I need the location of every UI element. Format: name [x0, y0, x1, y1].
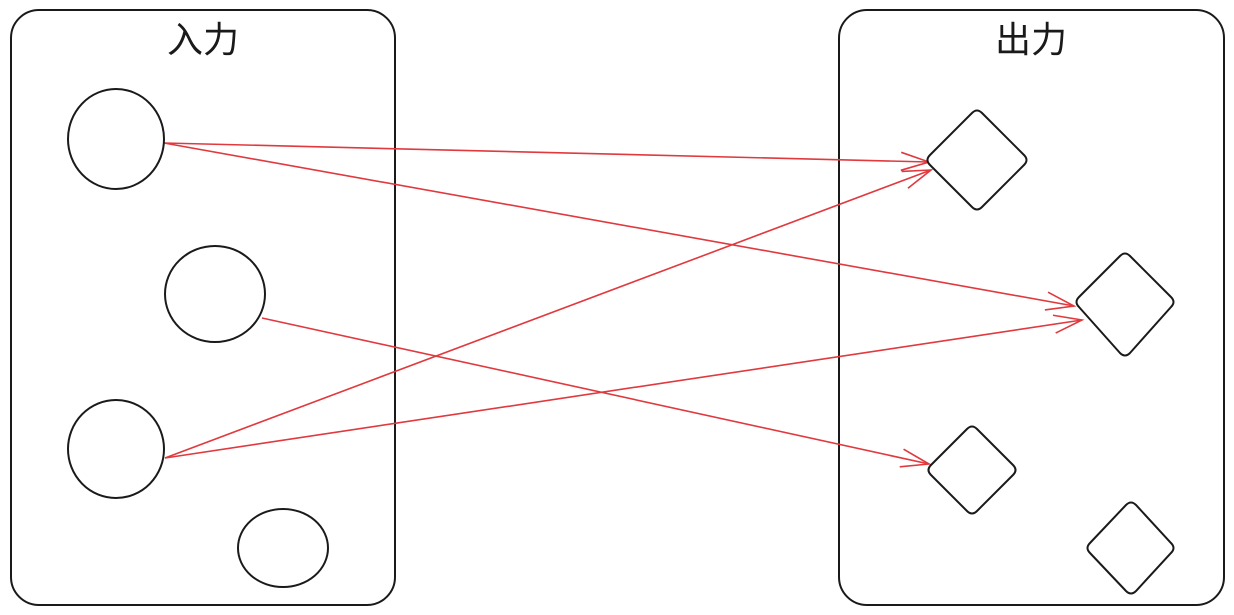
- input-node-2[interactable]: [164, 245, 266, 343]
- input-container-title: 入力: [167, 20, 239, 61]
- output-container-title: 出力: [995, 20, 1067, 61]
- edge-in1-to-out2: [163, 142, 1075, 307]
- input-container-box: [10, 9, 396, 606]
- edge-arrowhead-in3-to-out1: [901, 169, 934, 189]
- output-node-2[interactable]: [1075, 252, 1175, 357]
- output-container-box: [838, 9, 1225, 606]
- edge-in3-to-out2: [164, 319, 1083, 459]
- edge-in2-to-out3: [261, 317, 930, 465]
- input-container: 入力: [10, 9, 396, 606]
- edge-arrowhead-in1-to-out2: [1044, 291, 1077, 311]
- output-node-1[interactable]: [926, 109, 1028, 211]
- output-nodes: [926, 109, 1175, 595]
- output-node-3[interactable]: [927, 425, 1017, 515]
- edge-in3-to-out1: [164, 169, 932, 459]
- output-container: 出力: [838, 9, 1225, 606]
- output-node-4[interactable]: [1086, 501, 1175, 595]
- input-nodes: [67, 88, 329, 588]
- edge-arrowhead-in3-to-out2: [1052, 314, 1085, 334]
- input-node-3[interactable]: [67, 399, 165, 499]
- edge-arrowhead-in2-to-out3: [899, 448, 932, 468]
- input-node-4[interactable]: [237, 508, 329, 588]
- input-node-1[interactable]: [67, 88, 165, 190]
- edge-in1-to-out1: [163, 142, 930, 163]
- edges-layer: [163, 142, 1085, 468]
